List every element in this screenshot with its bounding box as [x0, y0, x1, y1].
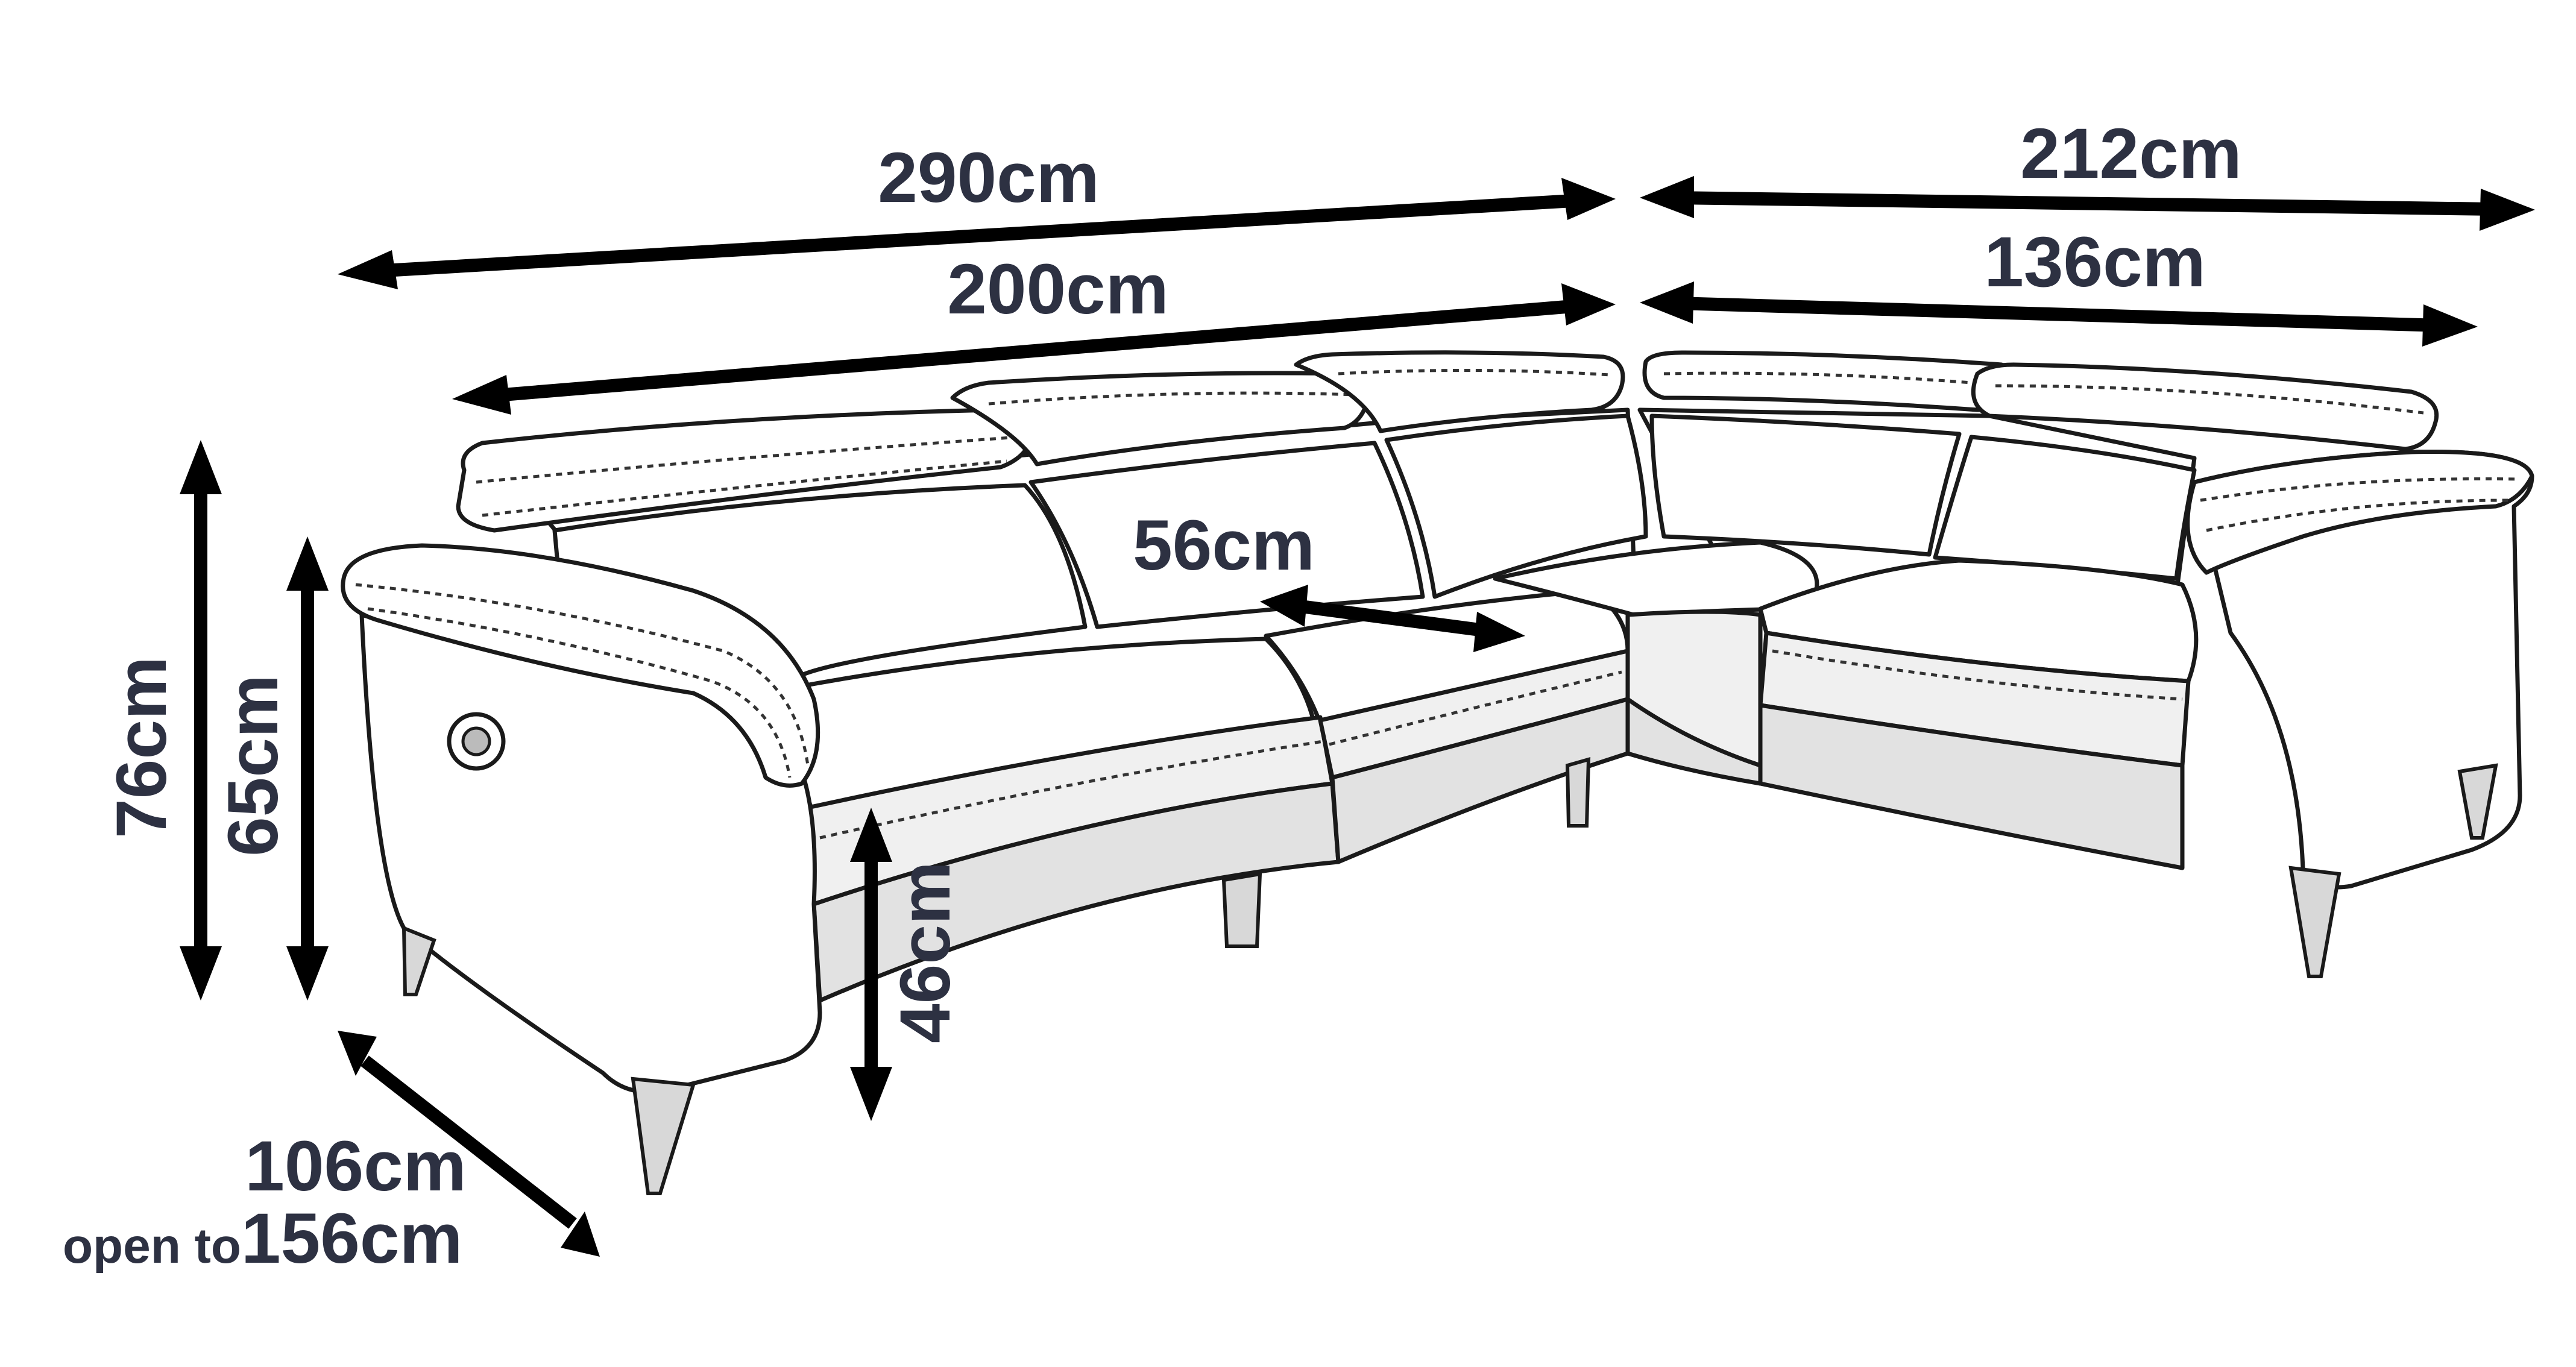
- leg-front-right: [2288, 866, 2341, 978]
- arrow-depth: [338, 1031, 600, 1257]
- label-side-seat-width: 136cm: [1984, 222, 2205, 302]
- label-depth: 106cm: [245, 1127, 466, 1206]
- back-cushion-5: [1933, 435, 2197, 581]
- left-arm-top: [341, 543, 820, 788]
- label-side-total-width: 212cm: [2020, 114, 2241, 193]
- leg-front-left: [631, 1076, 696, 1195]
- label-arm-height: 65cm: [213, 674, 293, 856]
- label-total-height: 76cm: [102, 656, 181, 838]
- arrow-total-height: [180, 440, 222, 1001]
- arrow-back-seat-width: [452, 283, 1616, 415]
- back-cushion-2: [1028, 441, 1425, 629]
- label-seat-depth: 56cm: [1133, 506, 1315, 585]
- corner-sofa-illustration: [341, 350, 2534, 1195]
- leg-back-left: [402, 925, 436, 996]
- label-depth-open-value: 156cm: [241, 1199, 462, 1278]
- arrow-side-total-width: [1640, 176, 2535, 231]
- back-cushion-4: [1649, 413, 1962, 557]
- dimension-arrows: [180, 176, 2535, 1257]
- arrow-arm-height: [286, 536, 329, 1001]
- label-seat-height: 46cm: [886, 861, 965, 1043]
- arrow-side-seat-width: [1640, 281, 2478, 347]
- label-depth-open-prefix: open to: [63, 1219, 241, 1274]
- label-back-total-width: 290cm: [878, 138, 1099, 218]
- dimension-labels: 290cm 200cm 212cm 136cm 56cm 76cm 65cm 4…: [63, 114, 2242, 1278]
- arrow-seat-height: [850, 808, 892, 1121]
- leg-back-right: [2457, 763, 2498, 840]
- arrow-seat-depth: [1260, 585, 1525, 652]
- label-back-seat-width: 200cm: [947, 250, 1168, 329]
- leg-center-2: [1565, 756, 1591, 828]
- arrow-back-total-width: [338, 178, 1616, 289]
- back-cushion-3: [1384, 413, 1648, 599]
- plinth-right: [1758, 703, 2185, 870]
- leg-center-1: [1221, 872, 1262, 948]
